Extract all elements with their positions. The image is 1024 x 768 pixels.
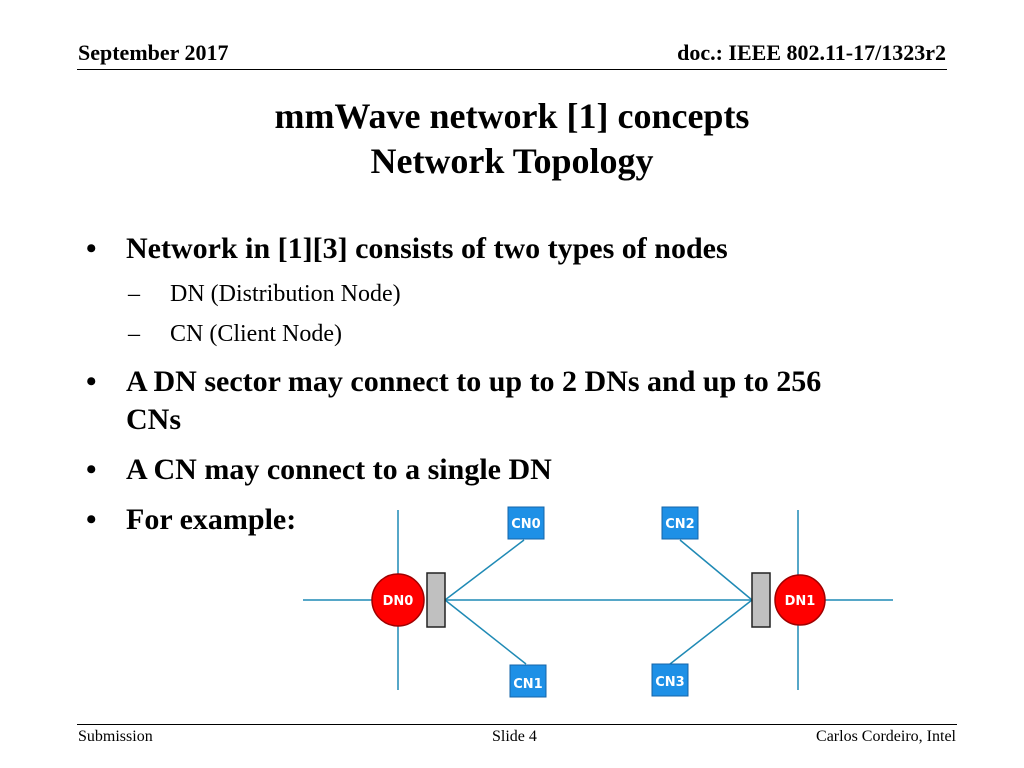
cn3-node: CN3 — [651, 663, 689, 697]
cn1-label: CN1 — [513, 677, 542, 692]
slide-title-line2: Network Topology — [370, 141, 654, 181]
header-doc-id: doc.: IEEE 802.11-17/1323r2 — [677, 40, 946, 65]
slide-title-line1: mmWave network [1] concepts — [274, 96, 750, 136]
header-date: September 2017 — [78, 40, 229, 65]
dn1-cn3-link — [669, 599, 753, 665]
footer-author: Carlos Cordeiro, Intel — [816, 728, 956, 745]
dn0-label: DN0 — [383, 594, 414, 609]
footer-rule — [77, 724, 957, 725]
slide-title: mmWave network [1] concepts Network Topo… — [0, 94, 1024, 184]
diagram-links — [303, 510, 893, 690]
dn0-node: DN0 — [371, 573, 425, 627]
dn1-label: DN1 — [785, 594, 816, 609]
dn0-sector-antenna — [426, 572, 446, 628]
dn1-node: DN1 — [774, 574, 826, 626]
dn0-cn0-link — [444, 539, 525, 601]
cn2-node: CN2 — [661, 506, 699, 540]
cn0-node: CN0 — [507, 506, 545, 540]
cn2-label: CN2 — [665, 517, 694, 532]
footer-slide-number: Slide 4 — [492, 728, 537, 745]
cn1-node: CN1 — [509, 664, 547, 698]
footer-submission: Submission — [78, 728, 153, 745]
cn0-label: CN0 — [511, 517, 540, 532]
dn1-cn2-link — [679, 539, 753, 601]
dn0-cn1-link — [444, 599, 527, 665]
cn3-label: CN3 — [655, 675, 684, 690]
dn1-sector-antenna — [751, 572, 771, 628]
header-rule — [77, 69, 947, 70]
